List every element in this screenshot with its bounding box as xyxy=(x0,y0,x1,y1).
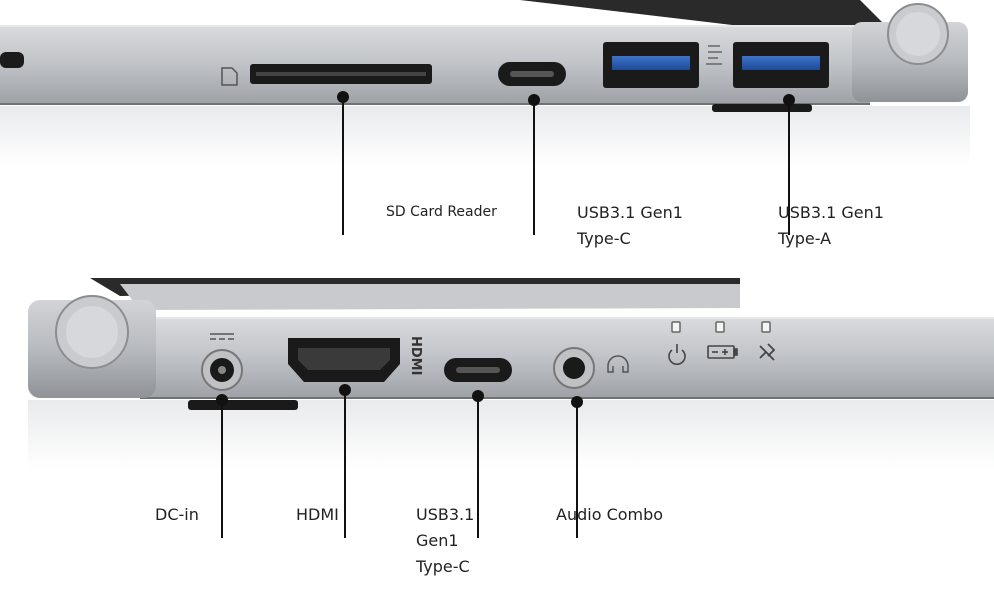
sd-card-marker xyxy=(337,91,349,103)
sd-card-reader-label: SD Card Reader xyxy=(386,204,497,220)
top-usb-c-label-line2: Type-C xyxy=(577,229,631,248)
sd-card-slot xyxy=(250,64,432,84)
battery-icon xyxy=(707,345,738,359)
foot xyxy=(712,104,812,112)
dc-in-label: DC-in xyxy=(155,505,199,524)
audio-jack xyxy=(553,347,595,389)
dc-in-port xyxy=(201,349,243,391)
audio-marker xyxy=(571,396,583,408)
bottom-leader-lines xyxy=(221,390,578,538)
usb-a-label-line2: Type-A xyxy=(778,229,832,248)
top-usb-c-label-line1: USB3.1 Gen1 xyxy=(577,203,683,222)
usb-a-label-line1: USB3.1 Gen1 xyxy=(778,203,884,222)
bottom-usb-c-label-line2: Gen1 xyxy=(416,531,459,550)
dc-in-marker xyxy=(216,394,228,406)
status-leds xyxy=(671,321,771,333)
bottom-usb-c-label-line1: USB3.1 xyxy=(416,505,475,524)
hdmi-marker xyxy=(339,384,351,396)
bottom-usb-c-label-line3: Type-C xyxy=(416,557,470,576)
usb-a-marker xyxy=(783,94,795,106)
dc-icon xyxy=(210,333,234,340)
top-usb-c-marker xyxy=(528,94,540,106)
usb-ss-icon xyxy=(706,45,722,65)
hdmi-vertical-mark: HDMI xyxy=(408,336,423,375)
audio-combo-label: Audio Combo xyxy=(556,505,664,524)
hdmi-port xyxy=(288,338,400,382)
partial-port xyxy=(0,52,24,68)
usb-a-label: USB3.1 Gen1 Type-A xyxy=(778,200,884,252)
power-icon xyxy=(668,344,686,365)
top-usb-c-label: USB3.1 Gen1 Type-C xyxy=(577,200,683,252)
wireless-icon xyxy=(759,343,776,361)
bottom-usb-c-marker xyxy=(472,390,484,402)
top-laptop-side xyxy=(0,0,970,166)
foot xyxy=(188,400,298,410)
top-usb-c-port xyxy=(498,62,566,86)
usb-a-port-1 xyxy=(603,42,699,88)
hdmi-label: HDMI xyxy=(296,505,339,524)
headset-icon xyxy=(607,355,629,373)
top-leader-lines xyxy=(342,97,790,235)
usb-a-port-2 xyxy=(733,42,829,88)
bottom-usb-c-label: USB3.1 Gen1 Type-C xyxy=(416,502,474,580)
bottom-usb-c-port xyxy=(444,358,512,382)
sd-card-icon xyxy=(221,67,238,86)
